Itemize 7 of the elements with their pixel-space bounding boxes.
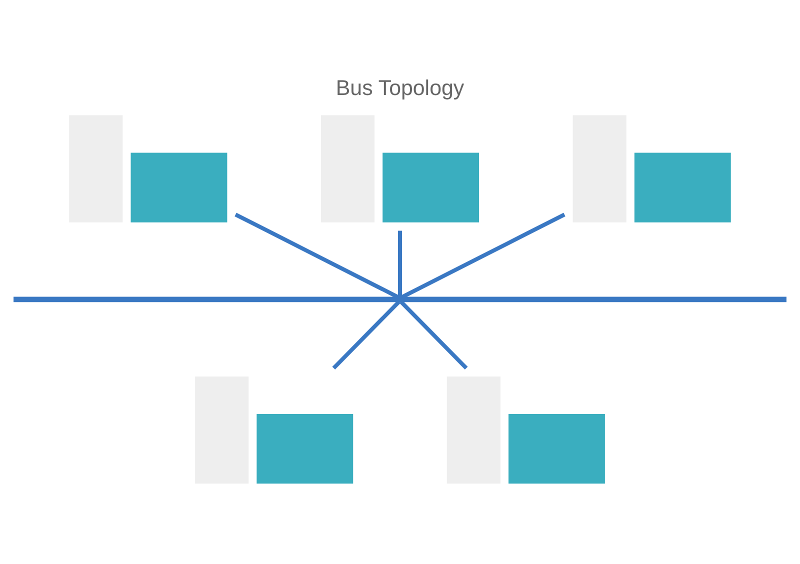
node-bar [14,296,786,302]
connector [234,212,400,300]
connector [398,230,402,298]
connector [400,212,566,300]
diagram-title: Bus Topology [336,76,464,100]
connector [332,300,401,370]
connector [399,300,468,370]
